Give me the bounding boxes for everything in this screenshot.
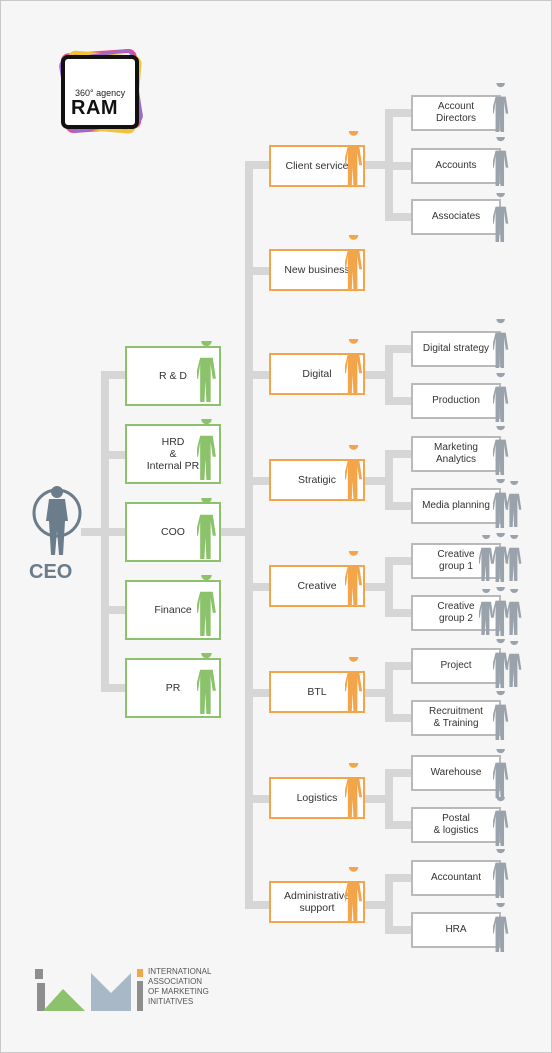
sub-production: Production	[411, 383, 501, 419]
unit-hrd-internal-pr: HRD & Internal PR	[125, 424, 221, 484]
sub-label: Marketing Analytics	[434, 442, 478, 465]
green-person-icon	[197, 575, 216, 636]
sub-label: Recruitment & Training	[429, 706, 483, 729]
sub-label: Creative group 2	[437, 601, 475, 624]
dept-label: Client service	[285, 160, 349, 172]
gray-person-icon	[493, 849, 509, 899]
iami-name: INTERNATIONAL ASSOCIATION OF MARKETING I…	[148, 967, 212, 1006]
gray-person-icon	[493, 426, 509, 476]
unit-coo: COO	[125, 502, 221, 562]
dept-label: Administrative support	[284, 890, 350, 914]
gray-person-icon	[493, 533, 509, 583]
unit-label: Finance	[154, 604, 192, 616]
orange-person-icon	[345, 445, 363, 501]
iami-logo	[35, 969, 143, 1011]
sub-label: Associates	[431, 211, 481, 222]
sub-label: HRA	[445, 924, 467, 935]
sub-digital-strategy: Digital strategy	[411, 331, 501, 367]
sub-accounts: Accounts	[411, 148, 501, 184]
gray-person-icon	[493, 903, 509, 953]
sub-label: Production	[432, 395, 480, 406]
sub-label: Accountant	[430, 872, 482, 883]
green-person-icon	[197, 498, 216, 559]
ram-logo	[59, 49, 143, 134]
sub-accountant: Accountant	[411, 860, 501, 896]
sub-media-planning: Media planning	[411, 488, 501, 524]
orange-person-icon	[345, 657, 363, 713]
ceo-person-icon	[32, 486, 82, 555]
gray-person-icon	[493, 373, 509, 423]
sub-label: Account Directors	[435, 101, 476, 124]
orange-person-icon	[345, 763, 363, 819]
orange-person-icon	[345, 131, 363, 187]
gray-person-icon	[493, 639, 509, 689]
gray-person-icon	[493, 83, 509, 133]
gray-person-icon	[493, 479, 509, 529]
dept-label: Creative	[297, 580, 337, 592]
ceo-label: CEO	[29, 561, 73, 583]
orange-person-icon	[345, 551, 363, 607]
sub-label: Warehouse	[430, 767, 482, 778]
green-person-icon	[197, 653, 216, 714]
gray-person-icon	[479, 535, 494, 582]
gray-person-icon	[493, 797, 509, 847]
unit-label: COO	[161, 526, 185, 538]
sub-marketing-analytics: Marketing Analytics	[411, 436, 501, 472]
logo-name: RAM	[71, 97, 119, 119]
orange-person-icon	[345, 339, 363, 395]
unit-label: HRD & Internal PR	[146, 436, 200, 472]
sub-label: Project	[440, 660, 472, 671]
gray-person-icon	[493, 193, 509, 243]
sub-associates: Associates	[411, 199, 501, 235]
sub-label: Digital strategy	[422, 343, 490, 354]
gray-person-icon	[507, 481, 522, 528]
sub-warehouse: Warehouse	[411, 755, 501, 791]
orange-person-icon	[345, 235, 363, 291]
dept-label: Digital	[302, 368, 332, 380]
sub-project: Project	[411, 648, 501, 684]
sub-label: Postal & logistics	[433, 813, 479, 836]
gray-person-icon	[493, 319, 509, 369]
sub-creative-group-2: Creative group 2	[411, 595, 501, 631]
gray-person-icon	[493, 749, 509, 799]
orange-person-icon	[345, 867, 363, 923]
dept-label: New business	[284, 264, 350, 276]
gray-person-icon	[507, 535, 522, 582]
unit-label: PR	[165, 682, 181, 694]
sub-recruitment-training: Recruitment & Training	[411, 700, 501, 736]
green-person-icon	[197, 341, 216, 402]
sub-label: Media planning	[422, 500, 490, 511]
green-person-icon	[197, 419, 216, 480]
dept-label: Logistics	[296, 792, 338, 804]
sub-account-directors: Account Directors	[411, 95, 501, 131]
logo-tagline: 360° agency	[75, 88, 126, 98]
gray-person-icon	[493, 691, 509, 741]
gray-person-icon	[493, 587, 509, 637]
unit-label: R & D	[158, 370, 187, 382]
dept-label: Stratigic	[298, 474, 336, 486]
dept-label: BTL	[307, 686, 327, 698]
gray-person-icon	[507, 589, 522, 636]
sub-label: Accounts	[435, 160, 477, 171]
sub-postal-logistics: Postal & logistics	[411, 807, 501, 843]
sub-hra: HRA	[411, 912, 501, 948]
gray-person-icon	[507, 641, 522, 688]
sub-label: Creative group 1	[437, 549, 475, 572]
gray-person-icon	[479, 589, 494, 636]
gray-person-icon	[493, 137, 509, 187]
